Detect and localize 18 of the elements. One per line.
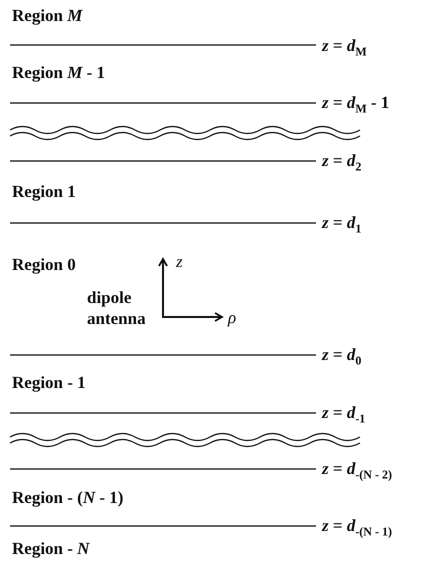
- region-label: Region 1: [12, 182, 76, 202]
- boundary-equation: z = d$_{-(N - 2)}$: [322, 459, 392, 484]
- region-label: Region - N: [12, 539, 90, 559]
- boundary-equation: z = d$_{-(N - 1)}$: [322, 516, 392, 540]
- boundary-equation: z = d$_{2}$: [322, 151, 362, 176]
- axis-label: z: [176, 252, 183, 272]
- region-label: Region M - 1: [12, 63, 106, 83]
- boundary-equation: z = d$_{1}$: [322, 213, 362, 238]
- boundary-equation: z = d$_{0}$: [322, 345, 362, 370]
- boundary-equation: z = d$_{M}$ - 1: [322, 93, 390, 118]
- antenna-label: dipole antenna: [87, 287, 147, 329]
- region-label: Region - (N - 1): [12, 488, 124, 508]
- region-label: Region 0: [12, 255, 76, 275]
- region-label: Region - 1: [12, 373, 86, 393]
- boundary-equation: z = d$_{M}$: [322, 36, 367, 60]
- region-label: Region M: [12, 6, 82, 26]
- boundary-equation: z = d$_{-1}$: [322, 403, 366, 428]
- axis-label: ρ: [228, 308, 236, 328]
